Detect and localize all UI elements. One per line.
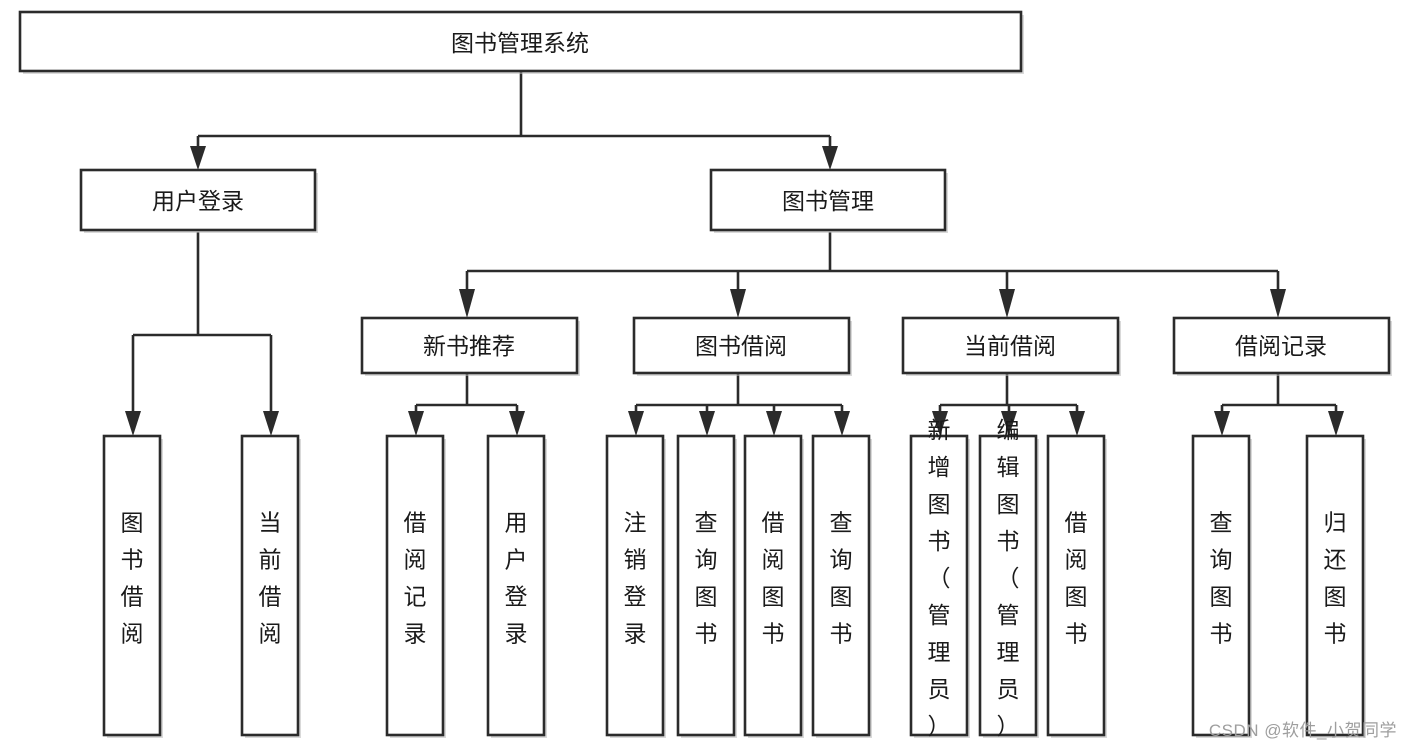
connector-book-borrow-to-leaves: [628, 374, 850, 436]
node-rect: [360, 316, 579, 375]
node-label-root: 图书管理系统: [451, 30, 589, 56]
node-rect: [605, 434, 665, 737]
node-new-book-recommend[interactable]: 新书推荐: [360, 316, 580, 376]
node-book-management[interactable]: 图书管理: [709, 168, 948, 233]
node-leaf-logout-login[interactable]: 当前借阅: [240, 434, 301, 738]
node-label-book-management: 图书管理: [782, 188, 874, 214]
connector-current-borrow-to-leaves: [932, 374, 1085, 436]
node-rect: [1191, 434, 1251, 737]
node-leaf-query-book-3[interactable]: 新增图书（管理员）: [909, 417, 970, 739]
arrow-head-icon: [1069, 411, 1085, 436]
node-label-leaf-add-book: 查询图书: [695, 510, 718, 647]
arrow-head-icon: [509, 411, 525, 436]
node-label-user-login: 用户登录: [152, 188, 244, 214]
arrow-head-icon: [822, 146, 838, 170]
node-label-book-borrow: 图书借阅: [695, 333, 787, 359]
node-label-leaf-borrow-book-1: 用户登录: [505, 510, 528, 647]
node-rect: [632, 316, 851, 375]
node-label-leaf-edit-book: 借阅图书: [762, 510, 785, 647]
node-rect: [811, 434, 871, 737]
node-label-leaf-logout-login: 当前借阅: [259, 510, 282, 647]
node-label-leaf-borrow-book-2: 查询图书: [830, 510, 853, 647]
node-label-leaf-return-book: 编辑图书（管理员）: [997, 417, 1020, 739]
node-borrow-record[interactable]: 借阅记录: [1172, 316, 1392, 376]
node-label-leaf-query-book-2: 注销登录: [624, 510, 647, 647]
node-label-leaf-query-book-3: 新增图书（管理员）: [928, 417, 951, 739]
node-rect: [901, 316, 1120, 375]
arrow-head-icon: [1270, 289, 1286, 318]
node-leaf-borrow-book-2[interactable]: 查询图书: [811, 434, 872, 738]
arrow-head-icon: [699, 411, 715, 436]
node-rect: [240, 434, 300, 737]
node-rect: [1305, 434, 1365, 737]
node-label-leaf-user-login: 图书借阅: [121, 510, 144, 647]
node-rect: [486, 434, 546, 737]
arrow-head-icon: [1328, 411, 1344, 436]
node-rect: [79, 168, 317, 232]
node-leaf-query-book-1[interactable]: 借阅记录: [385, 434, 446, 738]
arrow-head-icon: [766, 411, 782, 436]
node-root[interactable]: 图书管理系统: [18, 10, 1024, 74]
node-user-login[interactable]: 用户登录: [79, 168, 318, 233]
node-rect: [102, 434, 162, 737]
node-leaf-return-book[interactable]: 编辑图书（管理员）: [978, 417, 1039, 739]
arrow-head-icon: [190, 146, 206, 170]
node-book-borrow[interactable]: 图书借阅: [632, 316, 852, 376]
arrow-head-icon: [730, 289, 746, 318]
node-label-new-book-recommend: 新书推荐: [423, 333, 515, 359]
connector-user-login-to-leaves: [125, 232, 279, 436]
node-rect: [18, 10, 1023, 73]
node-rect: [1172, 316, 1391, 375]
arrow-head-icon: [263, 411, 279, 436]
connectors-group: [125, 72, 1344, 436]
node-rect: [1046, 434, 1106, 737]
arrow-head-icon: [834, 411, 850, 436]
node-rect: [909, 434, 969, 737]
node-label-leaf-confirm-return: 借阅图书: [1065, 510, 1088, 647]
arrow-head-icon: [1214, 411, 1230, 436]
connector-borrow-record-to-leaves: [1214, 374, 1344, 436]
node-leaf-query-book-2[interactable]: 注销登录: [605, 434, 666, 738]
arrow-head-icon: [1001, 411, 1017, 436]
node-label-leaf-query-borrow-record: 归还图书: [1324, 510, 1347, 647]
node-leaf-add-borrow-record[interactable]: 查询图书: [1191, 434, 1252, 738]
node-leaf-confirm-return[interactable]: 借阅图书: [1046, 434, 1107, 738]
node-rect: [978, 434, 1038, 737]
connector-book-management-to-level2: [459, 232, 1286, 318]
node-leaf-edit-book[interactable]: 借阅图书: [743, 434, 804, 738]
node-rect: [709, 168, 947, 232]
node-rect: [385, 434, 445, 737]
node-rect: [743, 434, 803, 737]
node-leaf-borrow-book-1[interactable]: 用户登录: [486, 434, 547, 738]
arrow-head-icon: [459, 289, 475, 318]
connector-new-book-recommend-to-leaves: [408, 374, 525, 436]
arrow-head-icon: [932, 411, 948, 436]
arrow-head-icon: [125, 411, 141, 436]
node-current-borrow[interactable]: 当前借阅: [901, 316, 1121, 376]
arrow-head-icon: [999, 289, 1015, 318]
node-leaf-add-book[interactable]: 查询图书: [676, 434, 737, 738]
node-leaf-user-login[interactable]: 图书借阅: [102, 434, 163, 738]
arrow-head-icon: [408, 411, 424, 436]
node-label-leaf-query-book-1: 借阅记录: [404, 510, 427, 647]
node-label-current-borrow: 当前借阅: [964, 333, 1056, 359]
node-rect: [676, 434, 736, 737]
node-label-borrow-record: 借阅记录: [1235, 333, 1327, 359]
arrow-head-icon: [628, 411, 644, 436]
node-leaf-query-borrow-record[interactable]: 归还图书: [1305, 434, 1366, 738]
connector-root-to-level1: [190, 72, 838, 170]
node-label-leaf-add-borrow-record: 查询图书: [1210, 510, 1233, 647]
